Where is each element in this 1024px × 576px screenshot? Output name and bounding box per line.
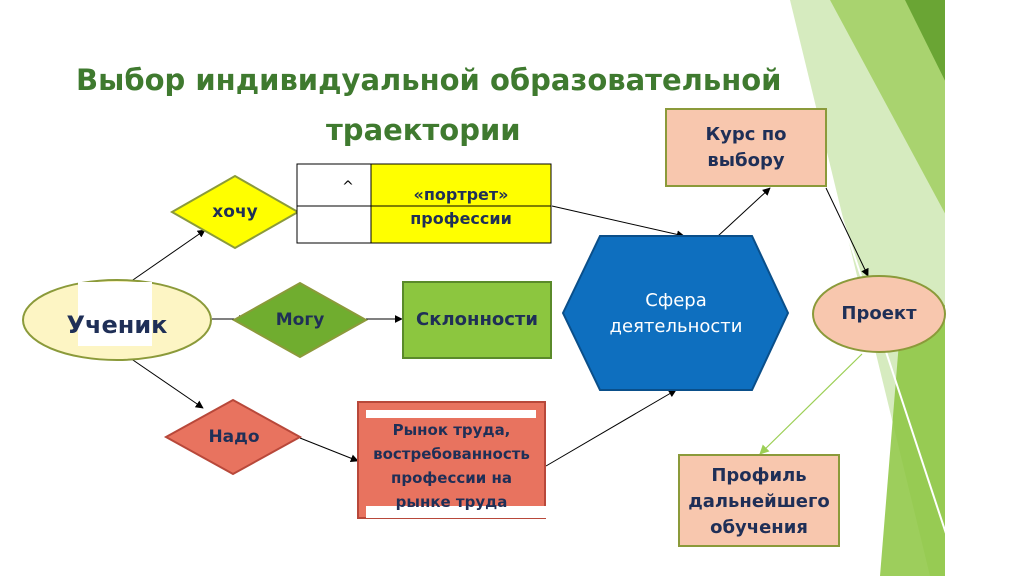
labor-market-label-line-1: Рынок труда,: [392, 421, 511, 439]
labor-market-bottom-strip: [366, 506, 546, 518]
profile-label-line-1: Профиль: [711, 465, 807, 487]
must-node: [163, 398, 303, 476]
profession-portrait-table: [296, 163, 552, 244]
arrow-course-to-project: [825, 187, 869, 277]
arrow-market-to-field: [545, 389, 677, 467]
elective-course-label-line-2: выбору: [707, 150, 785, 172]
portrait-table-yellow-cell: [370, 163, 552, 244]
arrow-field-to-course: [717, 187, 771, 237]
labor-market-node: [357, 401, 546, 519]
want-label: хочу: [212, 201, 258, 222]
decor-white-strip: [945, 0, 1024, 576]
profile-label-line-3: обучения: [710, 517, 808, 539]
profile-label-line-2: дальнейшего: [688, 491, 830, 513]
portrait-caret: ^: [342, 178, 354, 195]
profile-node: [678, 454, 840, 547]
slide-title-line-1: Выбор индивидуальной образовательной: [76, 63, 782, 97]
labor-market-top-strip: [366, 410, 536, 418]
can-node: [231, 281, 369, 359]
arrow-student-to-want: [129, 229, 206, 283]
portrait-label-line-2: профессии: [410, 209, 512, 229]
project-node: [812, 275, 946, 353]
portrait-label-line-1: «портрет»: [413, 185, 509, 205]
inclinations-node: [402, 281, 552, 359]
arrow-must-to-market: [299, 437, 359, 463]
field-label-line-1: Сфера: [645, 290, 707, 312]
field-label-line-2: деятельности: [609, 316, 743, 338]
student-label: Ученик: [66, 310, 168, 339]
project-label: Проект: [841, 303, 917, 325]
can-label: Могу: [275, 309, 325, 330]
field-of-activity-node: [561, 235, 790, 391]
student-label-highlight: [78, 282, 152, 346]
portrait-table-left-cells: [296, 163, 372, 244]
labor-market-label-line-2: востребованность: [373, 445, 530, 463]
inclinations-label: Склонности: [416, 309, 538, 331]
elective-course-node: [665, 108, 827, 187]
labor-market-label-line-4: рынке труда: [395, 493, 508, 511]
slide-title-line-2: траектории: [326, 113, 521, 147]
labor-market-label-line-3: профессии на: [391, 469, 512, 487]
connectors: [129, 187, 869, 467]
arrow-portrait-to-field: [551, 205, 685, 239]
must-label: Надо: [208, 426, 260, 447]
arrow-student-to-must: [129, 357, 204, 409]
arrow-project-to-profile: [759, 353, 863, 455]
elective-course-label-line-1: Курс по: [705, 124, 787, 146]
